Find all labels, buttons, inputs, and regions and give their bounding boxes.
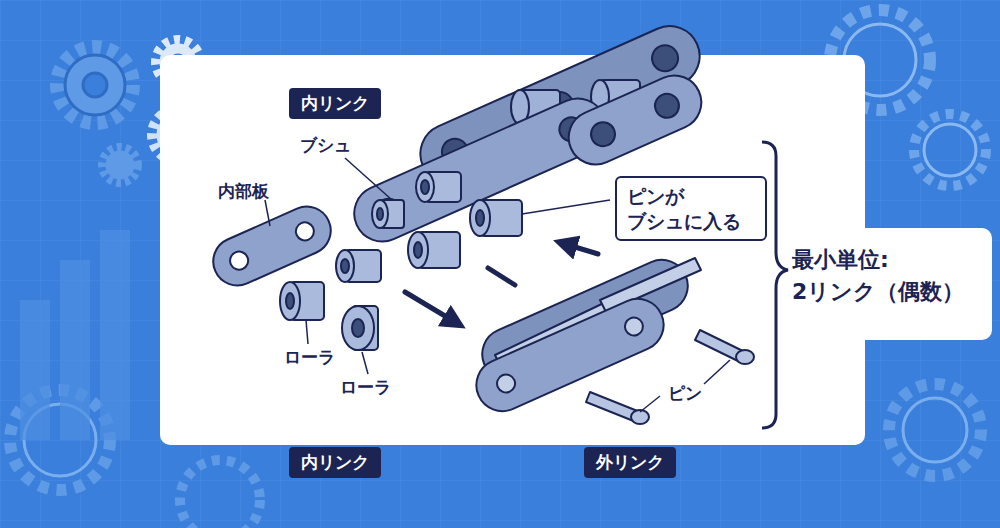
node-text: ピンが ブシュに入る [627,184,755,233]
part-label: ローラ [284,346,335,369]
part-label: ローラ [340,376,391,399]
callout-box: ピンが ブシュに入る [615,176,767,241]
part-label: 内部板 [218,180,269,203]
node-text: 外リンク [596,452,664,472]
link-badge: 内リンク [289,447,381,478]
link-badge: 外リンク [584,447,676,478]
link-badge: 内リンク [289,88,381,119]
node-text: 内リンク [301,93,369,113]
node-text: 内リンク [301,452,369,472]
part-label: ピン [668,382,702,405]
part-label: ブシュ [300,134,351,157]
note-text: 最小単位: 2リンク（偶数） [792,244,968,308]
